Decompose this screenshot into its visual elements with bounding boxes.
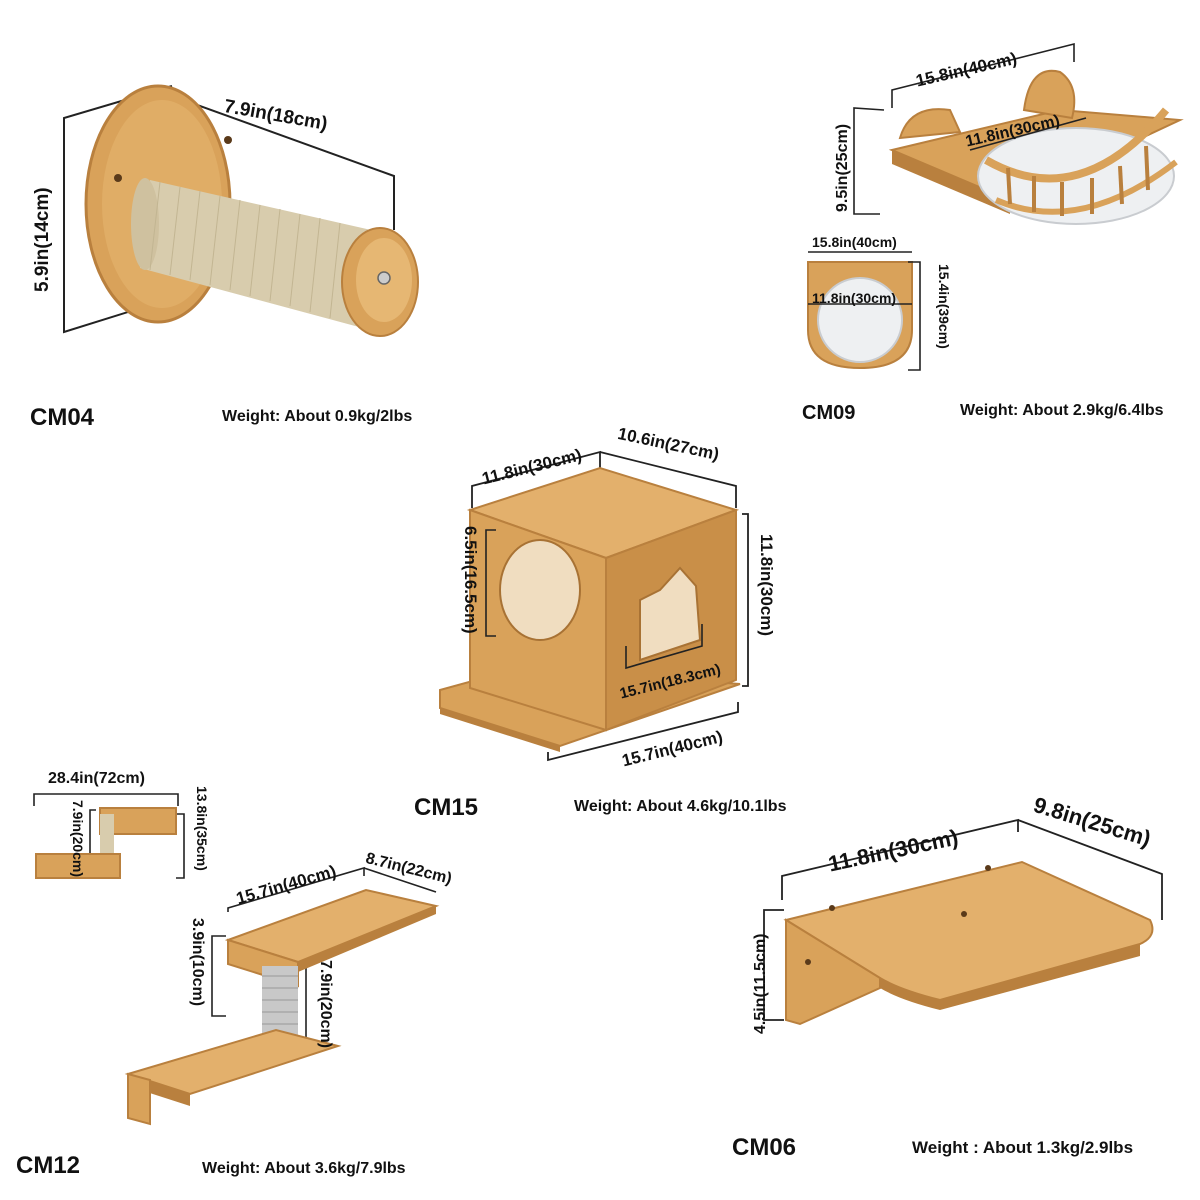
- cm12-code: CM12: [16, 1152, 81, 1179]
- cm15-code: CM15: [414, 794, 479, 821]
- cm12-total-width-dim: 28.4in(72cm): [48, 770, 145, 787]
- cm09-weight: Weight: About 2.9kg/6.4lbs: [960, 402, 1164, 419]
- cm04-weight: Weight: About 0.9kg/2lbs: [222, 408, 413, 425]
- cm04-code: CM04: [30, 404, 95, 431]
- cm06-weight: Weight : About 1.3kg/2.9lbs: [912, 1138, 1134, 1157]
- cm15-weight: Weight: About 4.6kg/10.1lbs: [574, 798, 787, 815]
- cm09-top-bowl-dim: 11.8in(30cm): [812, 290, 897, 306]
- cm09-top-width-dim: 15.8in(40cm): [812, 234, 897, 250]
- cm06-height-dim: 4.5in(11.5cm): [752, 933, 769, 1035]
- cm09-code: CM09: [802, 402, 856, 424]
- cm06-code: CM06: [732, 1134, 797, 1161]
- cm12-weight: Weight: About 3.6kg/7.9lbs: [202, 1160, 406, 1177]
